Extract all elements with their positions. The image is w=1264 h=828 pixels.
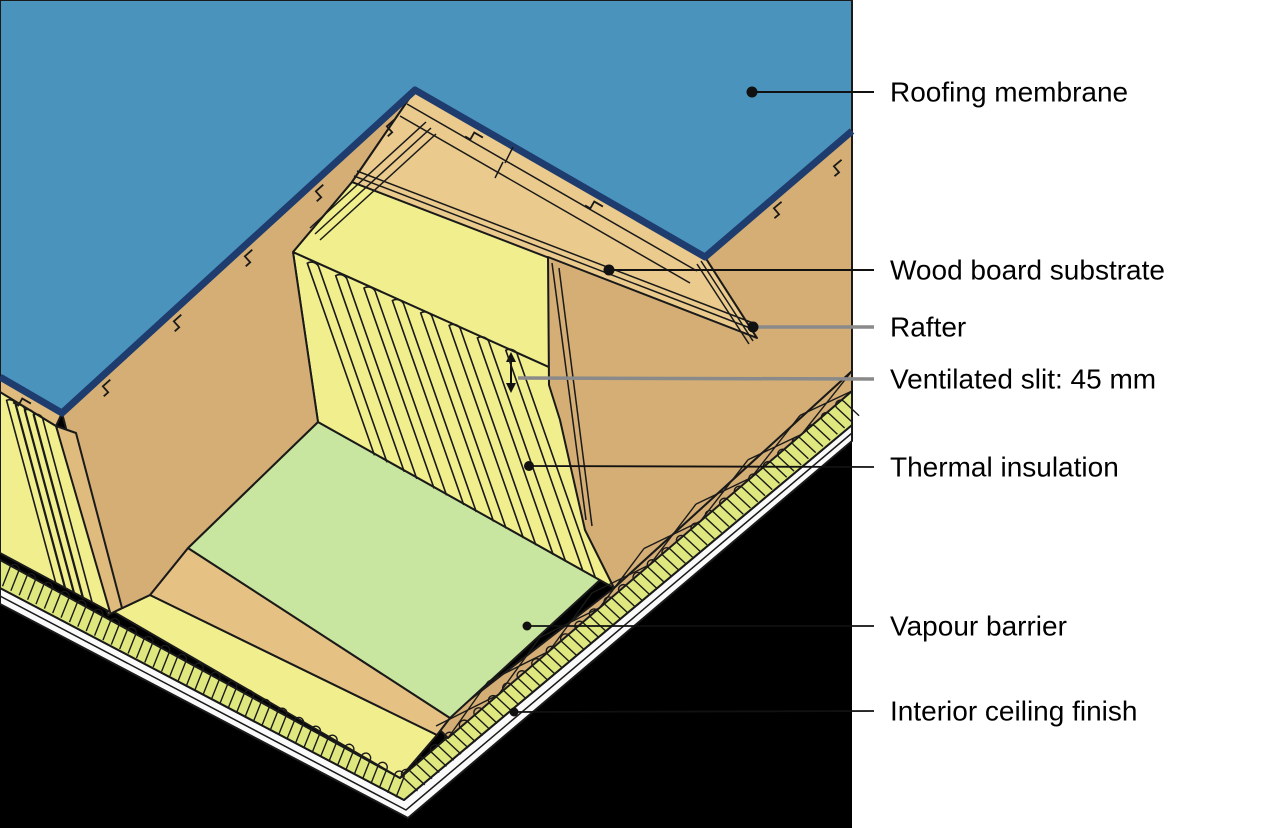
label-ventilated-slit: Ventilated slit: 45 mm [890, 364, 1156, 395]
decorative-hatching [1, 119, 860, 798]
leader-interior-ceiling-finish [513, 710, 875, 713]
leader-dot-thermal-insulation [524, 461, 534, 471]
ventilated-slit-lines [551, 262, 593, 527]
board-joint-lines [309, 103, 754, 345]
label-rafter: Rafter [890, 312, 966, 343]
leader-ventilated-slit [517, 376, 875, 381]
label-vapour-barrier: Vapour barrier [890, 611, 1067, 642]
leader-dot-interior-ceiling-finish [509, 707, 519, 717]
label-column: Roofing membrane Wood board substrate Ra… [890, 77, 1165, 727]
leader-thermal-insulation [528, 465, 875, 468]
leader-dot-wood-board-substrate [603, 264, 615, 276]
label-roofing-membrane: Roofing membrane [890, 77, 1128, 108]
membrane-edge [0, 86, 855, 417]
leader-lines [509, 86, 875, 717]
leader-dot-roofing-membrane [746, 86, 758, 98]
label-interior-ceiling-finish: Interior ceiling finish [890, 696, 1137, 727]
leader-dot-vapour-barrier [522, 621, 532, 631]
ceiling-finish-joint-line [0, 432, 853, 811]
leader-dot-rafter [747, 321, 759, 333]
label-thermal-insulation: Thermal insulation [890, 452, 1119, 483]
label-wood-board-substrate: Wood board substrate [890, 255, 1165, 286]
